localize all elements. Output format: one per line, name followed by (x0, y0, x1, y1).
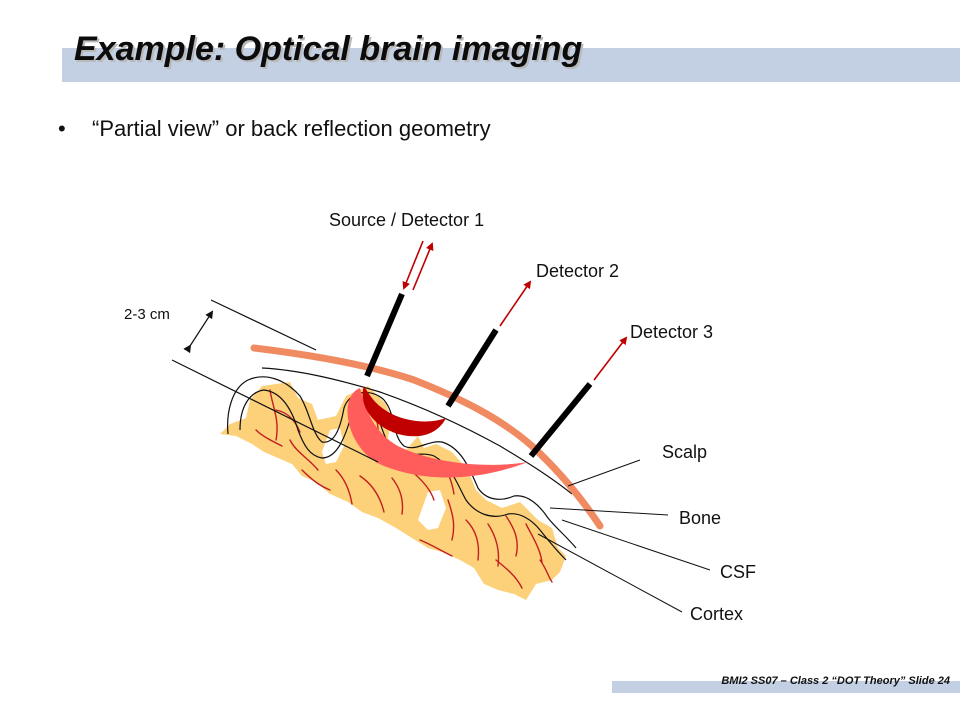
scalp-leader (567, 459, 641, 487)
depth-guide-bottom (171, 359, 379, 463)
probe-detector-3 (528, 382, 593, 458)
label-leaders (537, 459, 711, 613)
label-scalp: Scalp (662, 442, 707, 462)
cortex-leader (537, 533, 683, 613)
deep-photon-path (347, 388, 528, 478)
bone-leader (549, 507, 669, 516)
bullet-text: “Partial view” or back reflection geomet… (92, 116, 491, 141)
label-detector-3: Detector 3 (630, 322, 713, 342)
shallow-photon-path (362, 386, 446, 437)
slide-footer: BMI2 SS07 – Class 2 “DOT Theory” Slide 2… (721, 675, 950, 687)
csf-leader (561, 519, 711, 571)
footer-bar (612, 681, 960, 693)
label-depth: 2-3 cm (124, 306, 170, 323)
depth-arrow (183, 310, 214, 354)
detector-2-arrow-out (499, 280, 532, 327)
light-arrows (402, 240, 628, 381)
label-cortex: Cortex (690, 604, 743, 624)
probe-detector-2 (445, 328, 499, 408)
source-arrow-in (402, 240, 424, 290)
detector-1-arrow-out (412, 242, 434, 291)
label-bone: Bone (679, 508, 721, 528)
slide-title: Example: Optical brain imaging (74, 30, 583, 68)
label-detector-2: Detector 2 (536, 261, 619, 281)
cortex-tissue (220, 382, 566, 600)
scalp-layer (250, 344, 604, 530)
title-bar (62, 48, 960, 82)
sulcus-gap-2 (418, 490, 446, 530)
cortex-gyri (220, 382, 566, 600)
bullet-dot-icon: • (58, 116, 66, 141)
bullet-item: • “Partial view” or back reflection geome… (58, 116, 491, 142)
csf-boundary (261, 367, 573, 495)
label-source-detector-1: Source / Detector 1 (329, 210, 484, 230)
detector-3-arrow-out (593, 336, 628, 381)
optical-probes (364, 292, 593, 458)
probe-source-detector-1 (364, 292, 405, 378)
label-csf: CSF (720, 562, 756, 582)
depth-indicator (171, 299, 379, 463)
depth-guide-top (210, 299, 317, 351)
